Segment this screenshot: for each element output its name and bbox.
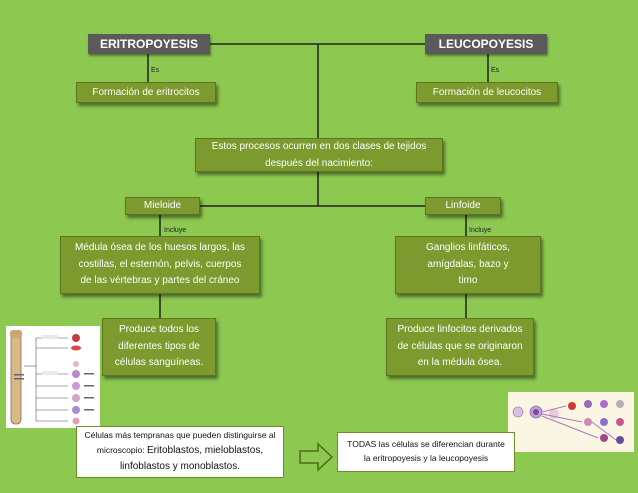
earliest-cells-line-2b: Eritoblastos, mieloblastos, [146,444,264,456]
differentiation-note: TODAS las células se diferencian durante… [337,432,515,472]
arrow-icon [299,442,334,472]
mieloide-produces-line-3: células sanguíneas. [114,357,204,369]
eritropoyesis-title: ERITROPOYESIS [88,34,210,54]
es-label-right: Es [491,67,500,74]
eritrocitos-definition: Formación de eritrocitos [76,82,216,103]
mieloide-produces-line-1: Produce todos los [118,324,200,336]
mieloide-line-3: de las vértebras y partes del cráneo [80,275,240,287]
linfoide-locations-box: Ganglios linfáticos, amígdalas, bazo y t… [395,236,541,294]
leucopoyesis-title: LEUCOPOYESIS [425,34,547,54]
mieloide-line-2: costillas, el esternón, pelvis, cuerpos [78,258,242,270]
linfoide-line-1: Ganglios linfáticos, [426,242,510,254]
linfoide-line-3: timo [458,275,478,287]
hematopoiesis-illustration-left [6,326,100,428]
incluye-label-right: Incluye [469,227,492,234]
tissue-classes-line-2: después del nacimiento: [265,158,373,169]
tissue-classes-line-1: Estos procesos ocurren en dos clases de … [211,141,427,152]
cell-lineage-icon [10,330,94,425]
linfoide-produces-box: Produce linfocitos derivados de células … [386,318,534,376]
mieloide-line-1: Médula ósea de los huesos largos, las [74,242,246,254]
blood-cells-icon [512,400,624,444]
linfoide-produces-line-1: Produce linfocitos derivados [397,324,523,336]
differentiation-line-1: TODAS las células se diferencian durante [347,439,505,450]
linfoide-line-2: amígdalas, bazo y [427,258,509,270]
linfoide-produces-line-3: en la médula ósea. [417,357,503,369]
earliest-cells-line-2: microscopio: Eritoblastos, mieloblastos, [97,443,263,459]
leucocitos-definition: Formación de leucocitos [416,82,558,103]
mieloide-box: Mieloide [125,197,200,215]
linfoide-produces-line-2: de células que se originaron [397,340,523,352]
es-label-left: Es [151,67,160,74]
incluye-label-left: Incluye [164,227,187,234]
earliest-cells-line-1: Células más tempranas que pueden disting… [84,430,276,441]
mieloide-locations-box: Médula ósea de los huesos largos, las co… [60,236,260,294]
mieloide-produces-box: Produce todos los diferentes tipos de cé… [102,318,216,376]
cell-differentiation-illustration [508,392,634,452]
differentiation-line-2: la eritropoyesis y la leucopoyesis [363,453,489,463]
linfoide-box: Linfoide [425,197,501,215]
earliest-cells-line-2a: microscopio: [96,444,147,455]
earliest-cells-note: Células más tempranas que pueden disting… [76,426,284,478]
mieloide-produces-line-2: diferentes tipos de [118,340,200,352]
tissue-classes-box: Estos procesos ocurren en dos clases de … [195,138,443,172]
earliest-cells-line-3: linfoblastos y monoblastos. [119,460,241,472]
